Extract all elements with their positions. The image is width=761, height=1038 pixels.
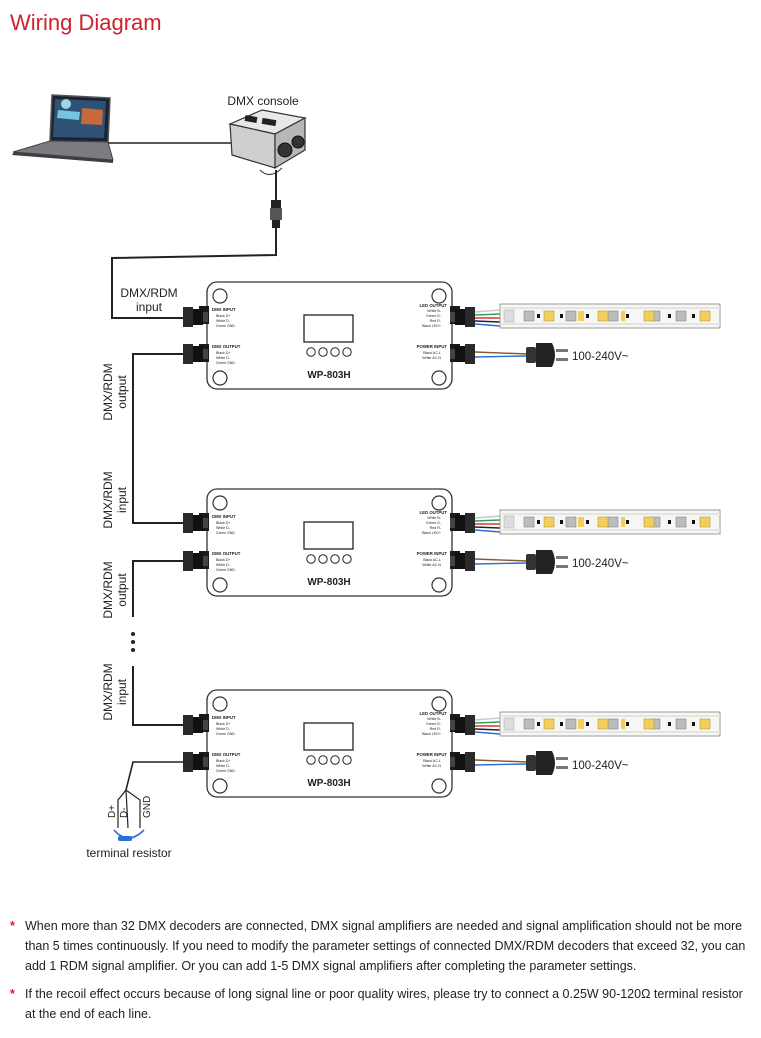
svg-text:LED OUTPUT: LED OUTPUT bbox=[420, 510, 448, 515]
svg-text:Red R-: Red R- bbox=[430, 727, 442, 731]
svg-text:POWER INPUT: POWER INPUT bbox=[417, 752, 448, 757]
svg-text:Green G-: Green G- bbox=[426, 521, 442, 525]
svg-text:DMX OUTPUT: DMX OUTPUT bbox=[212, 752, 241, 757]
led-strip-2 bbox=[499, 509, 721, 535]
power-plug-icon-2 bbox=[526, 550, 568, 574]
svg-text:DMX OUTPUT: DMX OUTPUT bbox=[212, 551, 241, 556]
svg-text:Black D+: Black D+ bbox=[216, 314, 230, 318]
svg-text:White D-: White D- bbox=[216, 727, 231, 731]
console-label: DMX console bbox=[227, 94, 299, 108]
svg-text:Black D+: Black D+ bbox=[216, 722, 230, 726]
model-label: WP-803H bbox=[307, 577, 350, 588]
svg-text:Green G-: Green G- bbox=[426, 314, 442, 318]
svg-text:POWER INPUT: POWER INPUT bbox=[417, 344, 448, 349]
link-label-4-line1: DMX/RDM bbox=[101, 561, 115, 618]
svg-text:Green GND: Green GND bbox=[216, 324, 235, 328]
link-label-3-line1: DMX/RDM bbox=[101, 471, 115, 528]
link-label-1-line2: input bbox=[136, 300, 163, 314]
model-label: WP-803H bbox=[307, 778, 350, 789]
svg-text:DMX OUTPUT: DMX OUTPUT bbox=[212, 344, 241, 349]
link-label-4-line2: output bbox=[115, 573, 129, 607]
terminal-gnd: GND bbox=[142, 796, 153, 818]
svg-text:White B-: White B- bbox=[427, 309, 442, 313]
svg-text:Black AC-L: Black AC-L bbox=[423, 351, 441, 355]
svg-text:Black LED+: Black LED+ bbox=[422, 531, 441, 535]
asterisk-icon: * bbox=[10, 987, 15, 1001]
note-1-text: When more than 32 DMX decoders are conne… bbox=[25, 919, 746, 973]
note-1: * When more than 32 DMX decoders are con… bbox=[10, 916, 750, 976]
svg-text:Red R-: Red R- bbox=[430, 319, 442, 323]
svg-text:Red R-: Red R- bbox=[430, 526, 442, 530]
svg-text:DMX INPUT: DMX INPUT bbox=[212, 514, 236, 519]
voltage-label-2: 100-240V~ bbox=[572, 558, 629, 570]
svg-text:Black D+: Black D+ bbox=[216, 558, 230, 562]
link-label-1-line1: DMX/RDM bbox=[120, 286, 177, 300]
link-label-5-line2: input bbox=[115, 678, 129, 705]
svg-text:White D-: White D- bbox=[216, 356, 231, 360]
svg-text:Green GND: Green GND bbox=[216, 568, 235, 572]
svg-text:DMX INPUT: DMX INPUT bbox=[212, 307, 236, 312]
model-label: WP-803H bbox=[307, 370, 350, 381]
link-label-3-line2: input bbox=[115, 486, 129, 513]
svg-text:LED OUTPUT: LED OUTPUT bbox=[420, 303, 448, 308]
svg-text:Black LED+: Black LED+ bbox=[422, 732, 441, 736]
svg-text:Green GND: Green GND bbox=[216, 531, 235, 535]
page-title: Wiring Diagram bbox=[10, 10, 162, 35]
svg-text:Green GND: Green GND bbox=[216, 361, 235, 365]
svg-text:White D-: White D- bbox=[216, 319, 231, 323]
svg-text:White B-: White B- bbox=[427, 516, 442, 520]
terminal-resistor-label: terminal resistor bbox=[86, 846, 171, 860]
xlr-plug-icon bbox=[270, 200, 282, 228]
asterisk-icon: * bbox=[10, 919, 15, 933]
terminal-d-plus: D+ bbox=[107, 805, 118, 818]
controller-2: DMX INPUT Black D+ White D- Green GND DM… bbox=[198, 488, 461, 597]
svg-text:White B-: White B- bbox=[427, 717, 442, 721]
voltage-label-3: 100-240V~ bbox=[572, 760, 629, 772]
svg-text:Black AC-L: Black AC-L bbox=[423, 558, 441, 562]
svg-text:Black D+: Black D+ bbox=[216, 521, 230, 525]
led-strip-3 bbox=[499, 711, 721, 737]
svg-text:White D-: White D- bbox=[216, 563, 231, 567]
svg-text:Black D+: Black D+ bbox=[216, 351, 230, 355]
svg-text:Green GND: Green GND bbox=[216, 769, 235, 773]
controller-1: DMX INPUT Black D+ White D- Green GND DM… bbox=[198, 281, 461, 390]
voltage-label-1: 100-240V~ bbox=[572, 351, 629, 363]
terminal-resistor: D+ D- GND bbox=[107, 761, 185, 841]
notes: * When more than 32 DMX decoders are con… bbox=[10, 916, 750, 1032]
svg-text:POWER INPUT: POWER INPUT bbox=[417, 551, 448, 556]
link-label-2-line2: output bbox=[115, 375, 129, 409]
continuation-dots bbox=[131, 632, 135, 652]
controller-3: DMX INPUT Black D+ White D- Green GND DM… bbox=[198, 689, 461, 798]
dmx-console-icon bbox=[228, 109, 307, 176]
svg-text:White AC-N: White AC-N bbox=[422, 356, 441, 360]
led-strip-1 bbox=[499, 303, 721, 329]
svg-text:DMX INPUT: DMX INPUT bbox=[212, 715, 236, 720]
svg-text:Black D+: Black D+ bbox=[216, 759, 230, 763]
svg-text:Black AC-L: Black AC-L bbox=[423, 759, 441, 763]
power-plug-icon-1 bbox=[526, 343, 568, 367]
svg-text:White AC-N: White AC-N bbox=[422, 563, 441, 567]
svg-text:LED OUTPUT: LED OUTPUT bbox=[420, 711, 448, 716]
link-label-2-line1: DMX/RDM bbox=[101, 363, 115, 420]
svg-text:Green GND: Green GND bbox=[216, 732, 235, 736]
terminal-d-minus: D- bbox=[119, 807, 130, 818]
svg-text:White D-: White D- bbox=[216, 764, 231, 768]
link-label-5-line1: DMX/RDM bbox=[101, 663, 115, 720]
svg-text:Black LED+: Black LED+ bbox=[422, 324, 441, 328]
laptop-icon bbox=[12, 94, 232, 163]
svg-text:White D-: White D- bbox=[216, 526, 231, 530]
svg-text:White AC-N: White AC-N bbox=[422, 764, 441, 768]
note-2-text: If the recoil effect occurs because of l… bbox=[25, 987, 743, 1021]
svg-text:Green G-: Green G- bbox=[426, 722, 442, 726]
power-plug-icon-3 bbox=[526, 751, 568, 775]
note-2: * If the recoil effect occurs because of… bbox=[10, 984, 750, 1024]
